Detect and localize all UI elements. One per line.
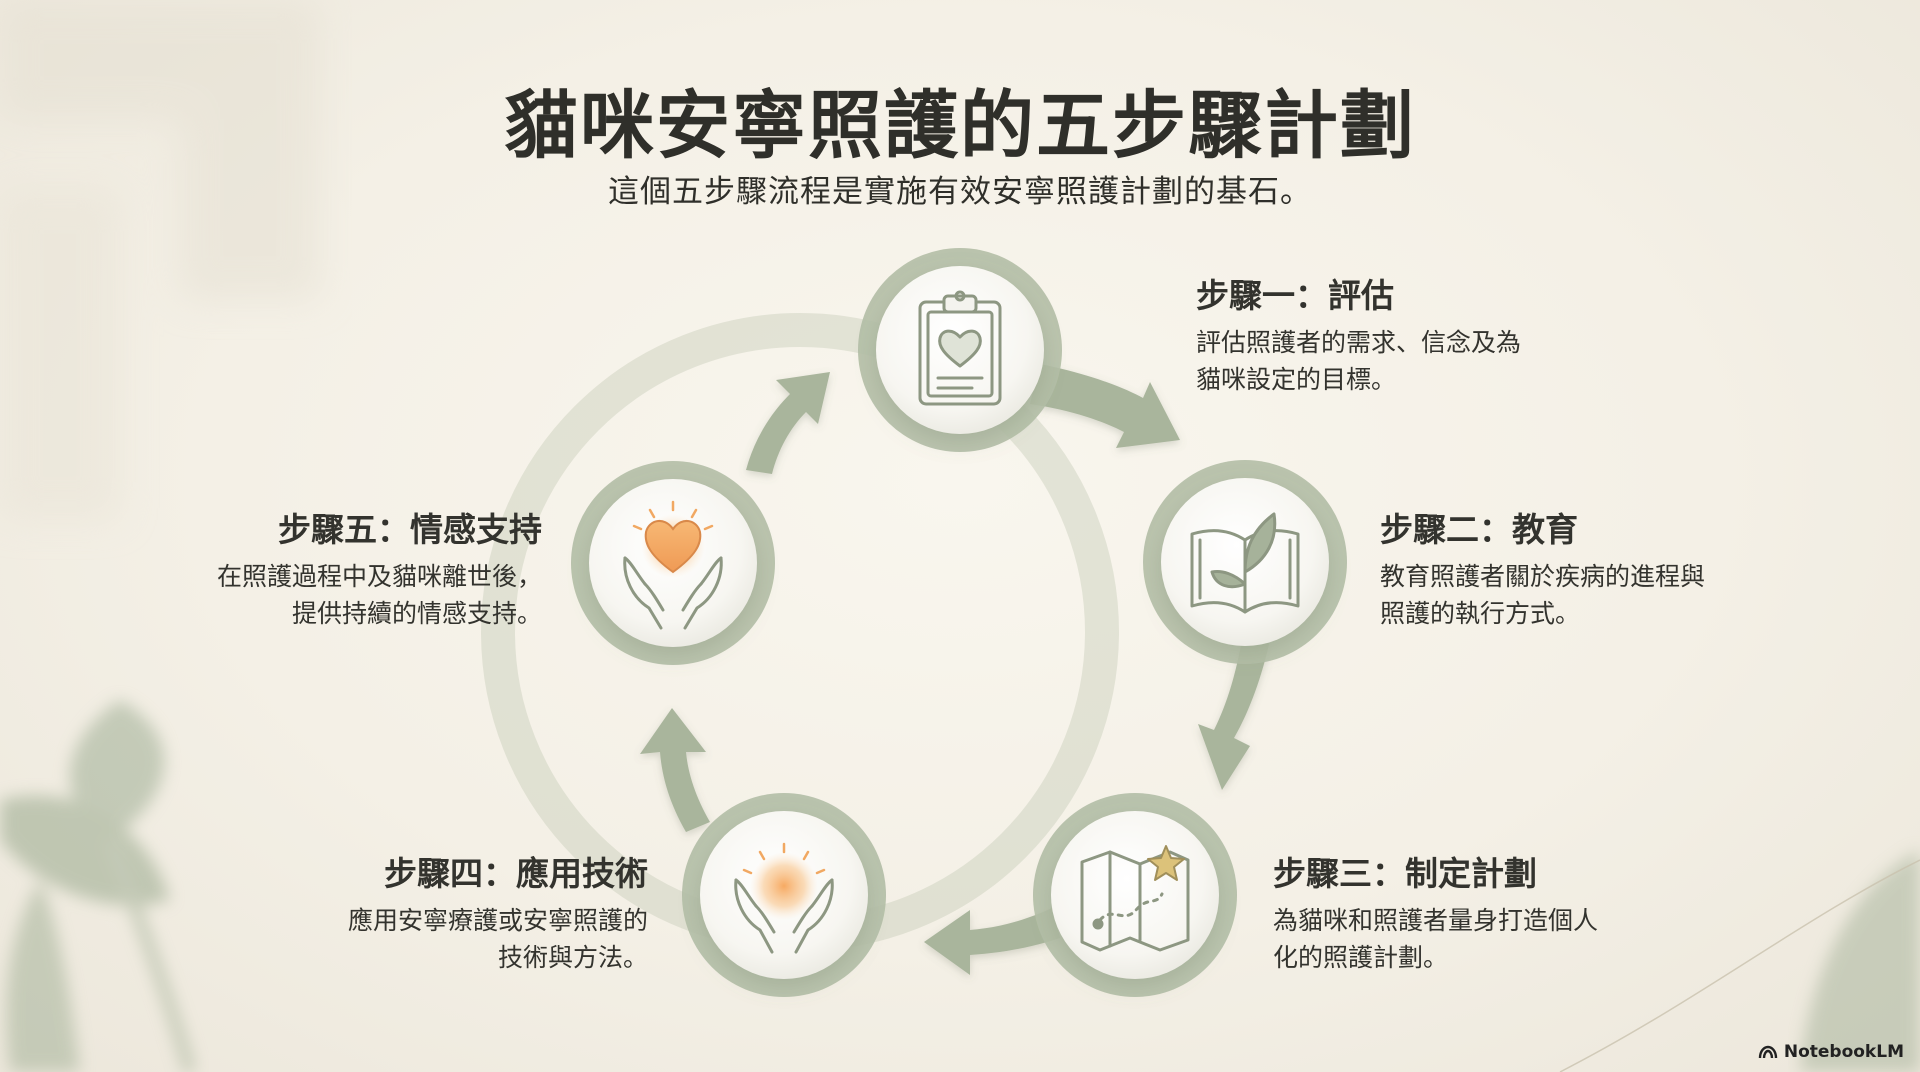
arrow-step2-to-step3 <box>1198 640 1270 790</box>
step-2-desc-line-2: 照護的執行方式。 <box>1380 599 1581 628</box>
step-1-desc-line-2: 貓咪設定的目標。 <box>1196 365 1397 394</box>
step-4-label: 步驟四：應用技術 應用安寧療護或安寧照護的 技術與方法。 <box>248 852 648 976</box>
step-4-title: 步驟四：應用技術 <box>384 854 648 893</box>
step-node-1 <box>858 248 1062 452</box>
step-1-description: 評估照護者的需求、信念及為 貓咪設定的目標。 <box>1196 324 1576 398</box>
brand-label: NotebookLM <box>1783 1042 1904 1062</box>
arrow-step3-to-step4 <box>924 908 1060 975</box>
step-1-desc-line-1: 評估照護者的需求、信念及為 <box>1196 328 1522 357</box>
step-2-description: 教育照護者關於疾病的進程與 照護的執行方式。 <box>1380 558 1760 632</box>
step-4-desc-line-2: 技術與方法。 <box>497 943 648 972</box>
map-star-icon <box>1080 845 1190 952</box>
arrow-step5-to-step1 <box>746 372 830 474</box>
step-1-label: 步驟一：評估 評估照護者的需求、信念及為 貓咪設定的目標。 <box>1196 274 1576 398</box>
step-4-description: 應用安寧療護或安寧照護的 技術與方法。 <box>248 902 648 976</box>
step-3-desc-line-1: 為貓咪和照護者量身打造個人 <box>1273 906 1599 935</box>
step-3-desc-line-2: 化的照護計劃。 <box>1273 943 1449 972</box>
leaf-decoration-right <box>1800 850 1920 1072</box>
step-2-label: 步驟二：教育 教育照護者關於疾病的進程與 照護的執行方式。 <box>1380 508 1760 632</box>
step-3-description: 為貓咪和照護者量身打造個人 化的照護計劃。 <box>1273 902 1653 976</box>
step-2-desc-line-1: 教育照護者關於疾病的進程與 <box>1380 562 1706 591</box>
arrow-step4-to-step5 <box>640 708 710 832</box>
hands-heart-icon <box>623 500 723 630</box>
notebooklm-logo-icon <box>1758 1045 1778 1059</box>
step-1-title: 步驟一：評估 <box>1196 276 1394 315</box>
step-5-title: 步驟五：情感支持 <box>278 510 542 549</box>
step-5-desc-line-1: 在照護過程中及貓咪離世後， <box>216 562 542 591</box>
page-title: 貓咪安寧照護的五步驟計劃 <box>504 83 1416 169</box>
hands-sun-icon <box>734 842 834 954</box>
step-3-title: 步驟三：制定計劃 <box>1273 854 1537 893</box>
step-2-title: 步驟二：教育 <box>1380 510 1578 549</box>
book-sprout-icon <box>1190 512 1300 614</box>
arrow-step1-to-step2 <box>1030 364 1180 448</box>
step-node-2 <box>1143 460 1347 664</box>
step-3-label: 步驟三：制定計劃 為貓咪和照護者量身打造個人 化的照護計劃。 <box>1273 852 1653 976</box>
step-node-4 <box>682 793 886 997</box>
clipboard-heart-icon <box>918 290 1002 406</box>
notebooklm-watermark: NotebookLM <box>1758 1042 1904 1062</box>
step-5-desc-line-2: 提供持續的情感支持。 <box>291 599 542 628</box>
step-5-label: 步驟五：情感支持 在照護過程中及貓咪離世後， 提供持續的情感支持。 <box>150 508 542 632</box>
step-node-3 <box>1033 793 1237 997</box>
leaf-decoration-left <box>0 700 196 1072</box>
step-node-5 <box>571 461 775 665</box>
page-subtitle: 這個五步驟流程是實施有效安寧照護計劃的基石。 <box>608 174 1312 210</box>
step-5-description: 在照護過程中及貓咪離世後， 提供持續的情感支持。 <box>150 558 542 632</box>
step-4-desc-line-1: 應用安寧療護或安寧照護的 <box>347 906 648 935</box>
